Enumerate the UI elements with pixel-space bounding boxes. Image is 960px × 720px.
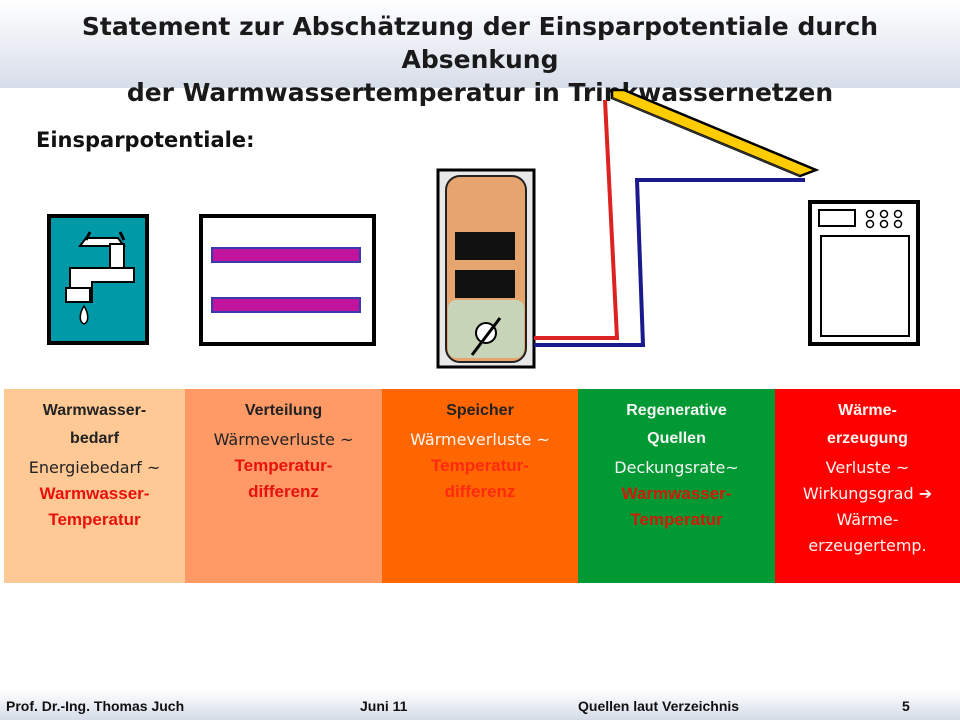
box-key-line-1: Warmwasser- [621,484,732,503]
box-speicher: Speicher Wärmeverluste ~ Temperatur- dif… [382,389,578,583]
box-relation: Wärmeverluste ~ [213,430,354,449]
box-key-line-1: Temperatur- [234,456,333,475]
box-regenerative-quellen: Regenerative Quellen Deckungsrate~ Warmw… [578,389,775,583]
box-heading: Regenerative Quellen [584,397,769,453]
box-heading: Warmwasser- bedarf [10,397,179,453]
box-verteilung: Verteilung Wärmeverluste ~ Temperatur- d… [185,389,382,583]
system-illustration [47,88,920,369]
footer-bar: Prof. Dr.-Ing. Thomas Juch Juni 11 Quell… [0,690,960,720]
storage-tank-icon [436,168,536,369]
box-heading-line-1: Regenerative [626,402,727,419]
section-subtitle: Einsparpotentiale: [36,128,255,152]
boiler-icon [808,200,920,346]
title-line-2: der Warmwassertemperatur in Trinkwassern… [126,78,834,107]
box-heading-line-2: Quellen [647,430,706,447]
page-title: Statement zur Abschätzung der Einsparpot… [20,10,940,109]
footer-date: Juni 11 [360,698,408,714]
box-heading-line-1: Warmwasser- [42,402,147,419]
footer-source: Quellen laut Verzeichnis [578,698,740,714]
box-heading-line-1: Wärme- [838,402,897,419]
savings-boxes: Warmwasser- bedarf Energiebedarf ~ Warmw… [4,389,960,583]
title-line-1: Statement zur Abschätzung der Einsparpot… [81,12,879,74]
box-line-erzeugertemp: erzeugertemp. [808,536,927,555]
box-key-line-1: Temperatur- [431,456,529,475]
box-heading: Verteilung [191,397,376,425]
box-heading-line-1: Verteilung [244,402,323,419]
header-band: Statement zur Abschätzung der Einsparpot… [0,0,960,107]
box-relation: Wärmeverluste ~ [410,430,550,449]
box-line-waerme: Wärme- [836,510,899,529]
box-key-term: Temperatur- differenz [388,453,572,505]
box-key-line-2: differenz [248,482,319,501]
footer-author: Prof. Dr.-Ing. Thomas Juch [6,698,185,714]
box-key-term: Warmwasser- Temperatur [584,481,769,533]
solar-collector-icon [610,88,820,178]
box-relation: Deckungsrate~ [614,458,739,477]
box-warmwasserbedarf: Warmwasser- bedarf Energiebedarf ~ Warmw… [4,389,185,583]
box-key-line-1: Warmwasser- [39,484,150,503]
water-tap-icon [47,214,149,345]
box-relation: Energiebedarf ~ [28,458,161,477]
box-key-line-2: differenz [444,482,516,501]
box-waermeerzeugung: Wärme- erzeugung Verluste ~ Wirkungsgrad… [775,389,960,583]
box-heading-line-1: Speicher [446,402,514,419]
box-heading-line-2: bedarf [70,430,119,447]
box-heading: Wärme- erzeugung [781,397,954,453]
footer-page-number: 5 [902,698,910,714]
radiator-icon [199,214,376,346]
box-line-wirkungsgrad: Wirkungsgrad ➔ [802,484,933,503]
box-key-term: Warmwasser- Temperatur [10,481,179,533]
box-key-term: Temperatur- differenz [191,453,376,505]
box-heading-line-2: erzeugung [827,430,908,447]
box-key-line-2: Temperatur [48,510,141,529]
box-heading: Speicher [388,397,572,425]
box-key-line-2: Temperatur [630,510,723,529]
box-relation: Verluste ~ [825,458,910,477]
